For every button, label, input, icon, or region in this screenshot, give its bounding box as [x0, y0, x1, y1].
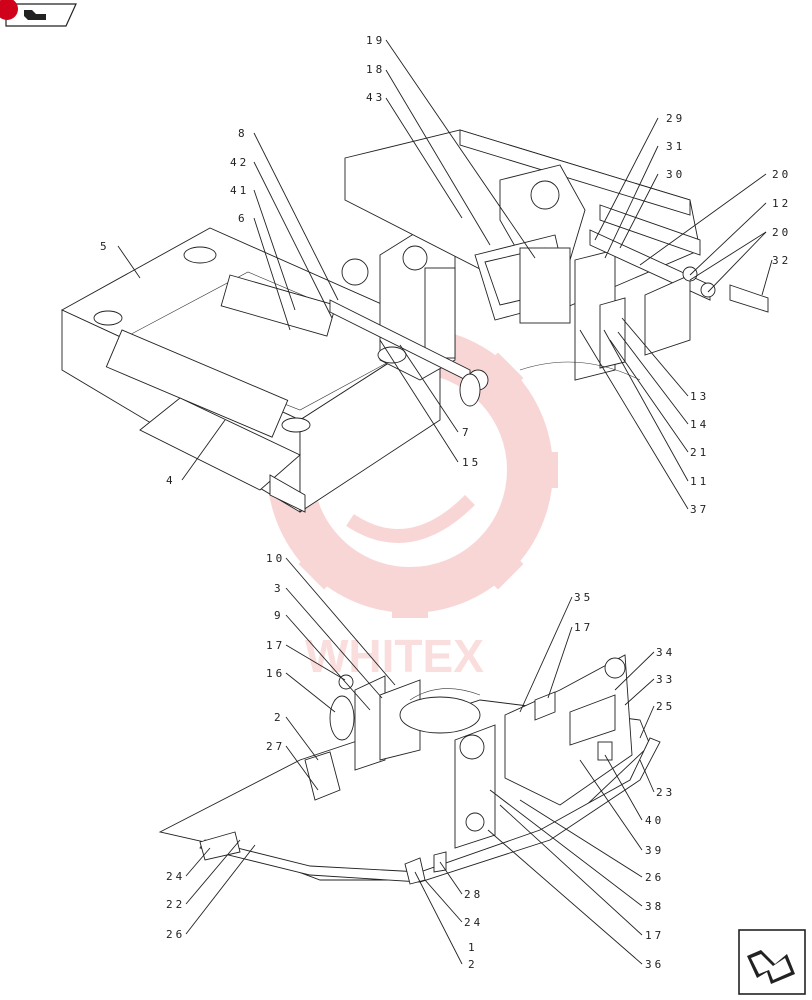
callout-label: 24	[166, 870, 185, 883]
callout-label: 2	[274, 711, 284, 724]
callout-label: 13	[690, 390, 709, 403]
callout-label: 12	[772, 197, 791, 210]
callout-label: 16	[266, 667, 285, 680]
callout-label: 6	[238, 212, 248, 225]
page-marker-dot	[0, 0, 18, 20]
callout-label: 23	[656, 786, 675, 799]
callout-label: 36	[645, 958, 664, 971]
callout-labels: 19 18 43 8 42 41 6 5 4 7 15 29 31 30 20 …	[100, 34, 791, 971]
callout-label: 41	[230, 184, 249, 197]
callout-label: 17	[645, 929, 664, 942]
callout-label: 18	[366, 63, 385, 76]
callout-label: 4	[166, 474, 176, 487]
callout-label: 20	[772, 168, 791, 181]
callout-label: 28	[464, 888, 483, 901]
callout-label: 17	[574, 621, 593, 634]
callout-label: 14	[690, 418, 709, 431]
callout-lines	[117, 39, 773, 965]
callout-label: 19	[366, 34, 385, 47]
callout-label: 20	[772, 226, 791, 239]
callout-label: 7	[462, 426, 472, 439]
callout-label: 27	[266, 740, 285, 753]
callout-label: 34	[656, 646, 675, 659]
callout-label: 38	[645, 900, 664, 913]
forward-arrow-icon	[738, 929, 806, 995]
callout-label: 8	[238, 127, 248, 140]
lower-frame-assembly	[158, 654, 661, 885]
callout-label: 40	[645, 814, 664, 827]
callout-label: 21	[690, 446, 709, 459]
callout-label: 15	[462, 456, 481, 469]
callout-label: 25	[656, 700, 675, 713]
callout-label: 43	[366, 91, 385, 104]
previous-page-button[interactable]	[0, 0, 78, 28]
callout-label: 33	[656, 673, 675, 686]
callout-label: 35	[574, 591, 593, 604]
callout-label: 10	[266, 552, 285, 565]
callout-label: 3	[274, 582, 284, 595]
callout-label: 31	[666, 140, 685, 153]
callout-label: 5	[100, 240, 110, 253]
callout-label: 1	[468, 941, 478, 954]
callout-label: 30	[666, 168, 685, 181]
callout-label: 39	[645, 844, 664, 857]
upper-frame-assembly	[61, 129, 769, 513]
callout-label: 42	[230, 156, 249, 169]
callout-label: 26	[645, 871, 664, 884]
callout-label: 37	[690, 503, 709, 516]
callout-label: 29	[666, 112, 685, 125]
next-page-button[interactable]	[737, 928, 807, 996]
callout-label: 22	[166, 898, 185, 911]
callout-label: 26	[166, 928, 185, 941]
callout-label: 32	[772, 254, 791, 267]
callout-label: 17	[266, 639, 285, 652]
callout-label: 2	[468, 958, 478, 971]
callout-label: 24	[464, 916, 483, 929]
watermark-text: WHITEX	[305, 630, 484, 682]
callout-label: 11	[690, 475, 709, 488]
callout-label: 9	[274, 609, 284, 622]
